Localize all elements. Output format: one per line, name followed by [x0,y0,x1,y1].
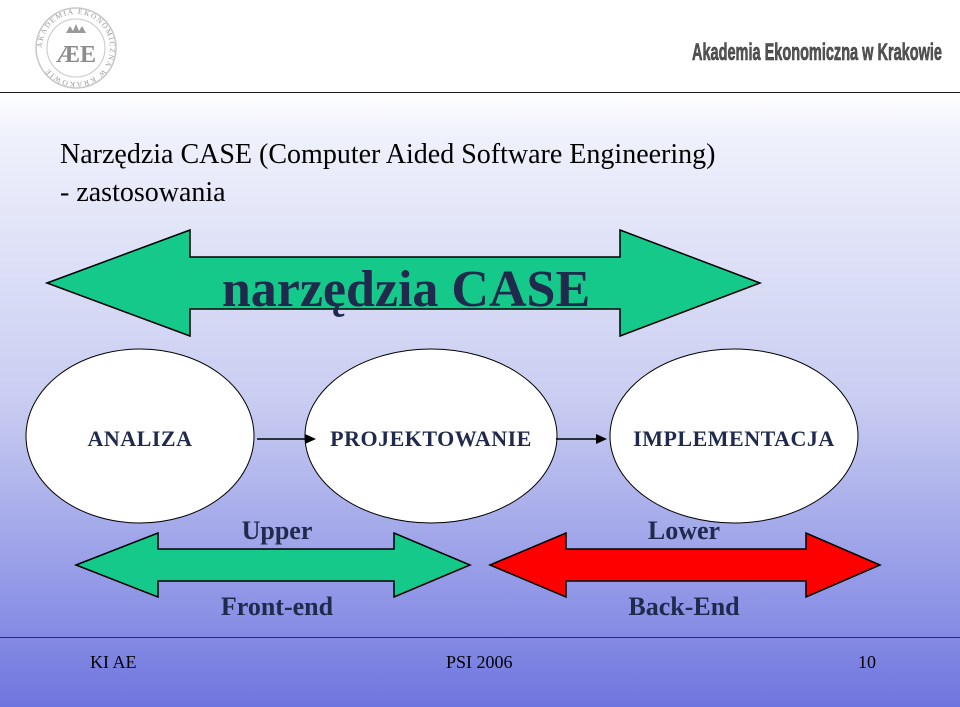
stage-projektowanie: PROJEKTOWANIE [330,426,532,451]
slide-header [0,0,960,92]
upper-case-double-arrow [73,531,472,599]
stage-analiza: ANALIZA [88,426,193,451]
back-end-label: Back-End [628,592,740,621]
slide-title: Narzędzia CASE (Computer Aided Software … [60,136,920,212]
footer-left: KI AE [90,652,137,672]
slide-number: 10 [858,652,876,672]
header-divider [0,92,960,93]
footer-divider [0,637,960,638]
title-line-2: - zastosowania [60,177,226,208]
brand-text: Akademia Ekonomiczna w Krakowie [692,39,942,66]
lower-label: Lower [648,516,720,545]
stage-implementacja: IMPLEMENTACJA [633,426,835,451]
university-seal-logo: AKADEMIA EKONOMICZNA W KRAKOWIE ÆE [35,7,117,89]
front-end-label: Front-end [221,592,334,621]
flow-arrow-2 [556,434,607,444]
brand-wordmark: Akademia Ekonomiczna w Krakowie [692,39,943,67]
case-tools-label: narzędzia CASE [222,261,590,318]
flow-arrow-1 [257,434,316,444]
footer-center: PSI 2006 [446,652,513,672]
title-line-1: Narzędzia CASE (Computer Aided Software … [60,139,716,170]
seal-letters: ÆE [56,42,96,68]
analiza-ellipse [25,348,255,524]
case-tools-double-arrow [44,228,763,338]
implementacja-ellipse [609,348,859,524]
lower-case-double-arrow [488,531,882,599]
upper-label: Upper [242,516,313,545]
